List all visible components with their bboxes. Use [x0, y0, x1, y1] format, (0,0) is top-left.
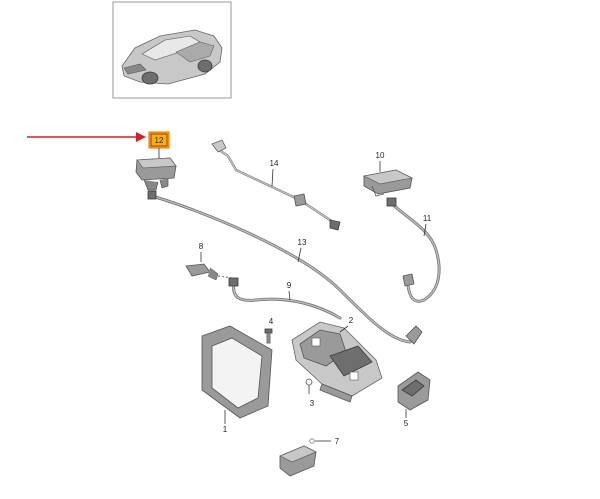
part-7-box[interactable]: [279, 438, 317, 477]
part-5-bracket[interactable]: [397, 371, 431, 411]
arrow-head: [136, 132, 146, 142]
part-10-module[interactable]: [362, 169, 414, 197]
svg-text:3: 3: [310, 399, 315, 408]
label-9[interactable]: 9: [287, 281, 292, 290]
label-14[interactable]: 14: [270, 159, 279, 168]
part-2-bracket[interactable]: [291, 321, 383, 403]
svg-text:7: 7: [335, 437, 340, 446]
label-12-text: 12: [155, 136, 164, 145]
part-3-clip[interactable]: [305, 378, 313, 394]
part-13-cable[interactable]: [147, 190, 423, 345]
label-2[interactable]: 2: [349, 316, 354, 325]
label-5[interactable]: 5: [404, 419, 409, 428]
part-4-screw[interactable]: [264, 328, 273, 344]
part-14-rod[interactable]: [211, 139, 341, 231]
label-12-box: [150, 133, 168, 147]
part-11-cable[interactable]: [386, 197, 441, 303]
label-4[interactable]: 4: [269, 317, 274, 326]
svg-text:8: 8: [199, 242, 204, 251]
label-8[interactable]: 8: [199, 242, 204, 251]
svg-text:9: 9: [287, 281, 292, 290]
svg-text:13: 13: [298, 238, 307, 247]
svg-text:5: 5: [404, 419, 409, 428]
svg-text:10: 10: [376, 151, 385, 160]
svg-text:14: 14: [270, 159, 279, 168]
part-9-cable[interactable]: [228, 277, 342, 320]
label-7[interactable]: 7: [335, 437, 340, 446]
svg-text:11: 11: [423, 214, 432, 223]
label-3[interactable]: 3: [310, 399, 315, 408]
label-1[interactable]: 1: [223, 425, 228, 434]
label-12[interactable]: 12: [148, 131, 170, 149]
part-1-frame[interactable]: [201, 325, 273, 419]
svg-text:4: 4: [269, 317, 274, 326]
vehicle-thumbnail: [112, 1, 232, 99]
svg-text:1: 1: [223, 425, 228, 434]
part-8-bracket[interactable]: [185, 263, 233, 281]
label-13[interactable]: 13: [298, 238, 307, 247]
highlight-arrow: [27, 132, 146, 142]
label-10[interactable]: 10: [376, 151, 385, 160]
part-12-module[interactable]: [135, 157, 177, 191]
car-illustration: [121, 29, 223, 85]
label-11[interactable]: 11: [423, 214, 432, 223]
svg-text:2: 2: [349, 316, 354, 325]
